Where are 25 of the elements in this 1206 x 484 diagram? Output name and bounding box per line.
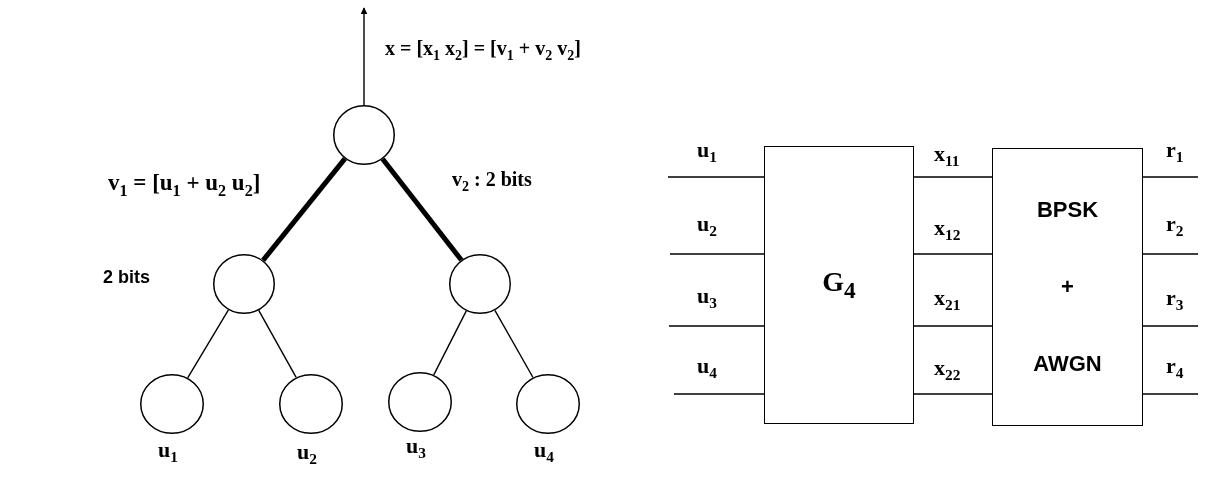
connector-line	[187, 309, 230, 379]
connector-line	[913, 253, 993, 255]
connector-line	[494, 309, 534, 379]
connector-line	[667, 176, 765, 178]
connector-line	[669, 253, 765, 255]
block-label: G$_{4}$	[822, 266, 856, 304]
connector-line	[1142, 176, 1199, 178]
connector-line	[913, 393, 993, 395]
connector-line	[258, 309, 297, 379]
connector-line	[1142, 393, 1199, 395]
block-label: +	[1061, 274, 1074, 300]
block-label: BPSK	[1036, 196, 1099, 223]
block-label: AWGN	[1033, 351, 1102, 378]
connector-line	[1142, 253, 1199, 255]
arrow	[360, 7, 368, 106]
connector-line	[1142, 325, 1199, 327]
block-box	[764, 146, 914, 424]
connector-line	[433, 310, 467, 376]
connector-line	[913, 325, 993, 327]
connector-line	[380, 157, 464, 262]
connector-line	[668, 325, 765, 327]
block-box	[992, 148, 1143, 426]
connector-line	[913, 176, 993, 178]
connector-line	[673, 393, 765, 395]
connector-line	[261, 157, 347, 262]
